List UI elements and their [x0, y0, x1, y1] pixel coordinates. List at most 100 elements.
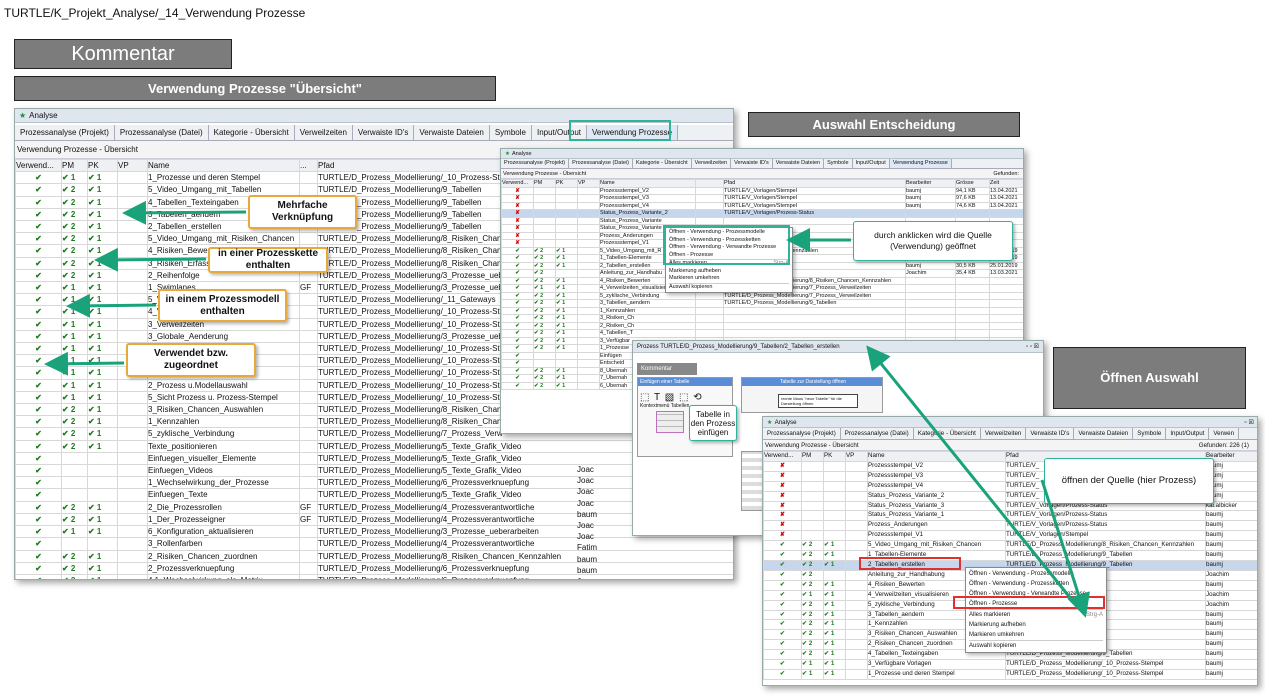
tab-8[interactable]: Verwendung Prozesse	[889, 159, 952, 168]
tab-7[interactable]: Input/Output	[532, 125, 587, 140]
column-header-3[interactable]: VP	[117, 158, 148, 173]
window-titlebar: ★Analyse▫ ☒	[763, 417, 1257, 428]
tab-1[interactable]: Prozessanalyse (Datei)	[115, 125, 209, 140]
panel-1-title: Einfügen einer Tabelle	[638, 378, 732, 386]
table-preview-icon	[656, 411, 684, 433]
tab-8[interactable]: Verwendung Prozesse	[587, 125, 679, 140]
tab-3[interactable]: Verweilzeiten	[295, 125, 353, 140]
context-menu-item-5[interactable]: Markierung aufheben	[969, 622, 1026, 628]
tab-1[interactable]: Prozessanalyse (Datei)	[569, 159, 633, 168]
arrow-verwendet	[44, 351, 125, 376]
context-menu-item-2[interactable]: Öffnen - Verwendung - Verwandte Prozesse	[669, 244, 777, 250]
window-title: Analyse	[774, 418, 797, 426]
table-cell: ✔ 2	[61, 415, 88, 429]
context-menu-item-3[interactable]: Öffnen - Prozesse	[669, 251, 714, 258]
table-cell: 3_Rollenfarben	[147, 537, 300, 551]
table-cell: ✔ 1	[87, 500, 118, 514]
context-menu-item-6[interactable]: Markieren umkehren	[969, 632, 1025, 638]
tab-0[interactable]: Prozessanalyse (Projekt)	[763, 428, 841, 439]
window-title: Analyse	[511, 150, 532, 157]
tab-4[interactable]: Verwaiste ID's	[731, 159, 773, 168]
tab-5[interactable]: Verwaiste Dateien	[414, 125, 490, 140]
diagram-panel-1: Einfügen einer Tabelle ⬚ T ▧ ⬚ ⟲ Kontext…	[637, 377, 733, 457]
table-row[interactable]: ✔✔ 2✔ 14.1_Wechselwirkung_als_MatrixTURT…	[15, 573, 733, 579]
tab-5[interactable]: Verwaiste Dateien	[1074, 428, 1134, 439]
table-cell: ✔ 1	[87, 512, 118, 527]
tab-7[interactable]: Input/Output	[1166, 428, 1210, 439]
tab-4[interactable]: Verwaiste ID's	[1026, 428, 1075, 439]
column-header-0[interactable]: Verwend...	[15, 158, 62, 173]
tab-6[interactable]: Symbole	[1133, 428, 1167, 439]
bearbeiter-cell: Joac	[577, 487, 594, 497]
context-menu-item-0[interactable]: Öffnen - Verwendung - Prozessmodelle	[969, 571, 1074, 577]
callout-modell: in einem Prozessmodell enthalten	[158, 289, 287, 322]
table-cell: ✔	[15, 171, 62, 185]
analysis-tabs: Prozessanalyse (Projekt)Prozessanalyse (…	[15, 125, 733, 141]
tab-3[interactable]: Verweilzeiten	[981, 428, 1027, 439]
bearbeiter-cell: Joac	[577, 465, 594, 474]
tab-3[interactable]: Verweilzeiten	[692, 159, 732, 168]
bearbeiter-cell: baum	[577, 565, 598, 575]
tab-1[interactable]: Prozessanalyse (Datei)	[841, 428, 914, 439]
context-menu-item-3[interactable]: Öffnen - Prozesse	[969, 601, 1018, 607]
table-cell: ✔ 2	[61, 232, 88, 246]
table-cell: ✔	[15, 293, 62, 307]
tab-2[interactable]: Kategorie - Übersicht	[914, 428, 981, 439]
tab-0[interactable]: Prozessanalyse (Projekt)	[501, 159, 570, 168]
column-header-4[interactable]: Name	[147, 158, 300, 173]
context-menu-item-5[interactable]: Markierung aufheben	[669, 267, 721, 274]
table-cell: ✔ 2	[61, 207, 88, 222]
callout-oeffnen-quelle: öffnen der Quelle (hier Prozess)	[1044, 458, 1214, 504]
context-menu-item-1[interactable]: Öffnen - Verwendung - Prozessketten	[969, 581, 1069, 587]
tab-8[interactable]: Verwen	[1209, 428, 1240, 439]
tab-7[interactable]: Input/Output	[853, 159, 890, 168]
table-cell: 2_Risiken_Chancen_zuordnen	[147, 549, 300, 563]
tab-6[interactable]: Symbole	[824, 159, 853, 168]
table-cell: ✔	[15, 451, 62, 466]
tab-5[interactable]: Verwaiste Dateien	[773, 159, 825, 168]
window-controls[interactable]: ▫ ☒	[1244, 418, 1254, 426]
context-menu-item-label: Alles markieren	[969, 612, 1011, 618]
column-header-1[interactable]: PM	[61, 158, 88, 173]
table-cell: ✔ 1	[87, 561, 118, 575]
tab-2[interactable]: Kategorie - Übersicht	[633, 159, 692, 168]
context-menu-item-7[interactable]: Auswahl kopieren	[969, 640, 1103, 651]
diagram-panel-2: Tabelle zur Darstellung öffnen rechte Ma…	[741, 377, 883, 413]
tab-2[interactable]: Kategorie - Übersicht	[209, 125, 295, 140]
tab-0[interactable]: Prozessanalyse (Projekt)	[15, 125, 115, 140]
panel-2-title: Tabelle zur Darstellung öffnen	[742, 378, 882, 386]
context-menu-item-1[interactable]: Öffnen - Verwendung - Prozessketten	[669, 236, 761, 243]
found-count: Gefunden:	[993, 171, 1019, 177]
table-cell: ✔	[15, 525, 62, 539]
context-menu-item-6[interactable]: Markieren umkehren	[669, 275, 720, 281]
tab-4[interactable]: Verwaiste ID's	[353, 125, 415, 140]
panel-1-caption: Kontextmenü Tabellen	[640, 403, 690, 409]
window-controls[interactable]: ▫ ▫ ☒	[1026, 344, 1039, 350]
tab-6[interactable]: Symbole	[490, 125, 532, 140]
table-cell: 3_Globale_Aenderung	[147, 329, 300, 344]
context-menu-item-0[interactable]: Öffnen - Verwendung - Prozessmodelle	[669, 229, 765, 235]
table-cell: ✔ 1	[61, 390, 88, 405]
oeffnen-header: Öffnen Auswahl	[1053, 347, 1246, 409]
selected-row-box	[859, 557, 961, 570]
context-menu-item-7[interactable]: Auswahl kopieren	[669, 282, 789, 292]
table-cell: Einfuegen_visueller_Elemente	[147, 451, 300, 466]
table-cell: ✔	[15, 403, 62, 417]
context-menu-item-2[interactable]: Öffnen - Verwendung - Verwandte Prozesse	[969, 591, 1086, 597]
table-cell: TURTLE/D_Prozess_Modellierung/3_Prozesse…	[317, 525, 733, 539]
bearbeiter-cell: baum	[577, 509, 598, 519]
